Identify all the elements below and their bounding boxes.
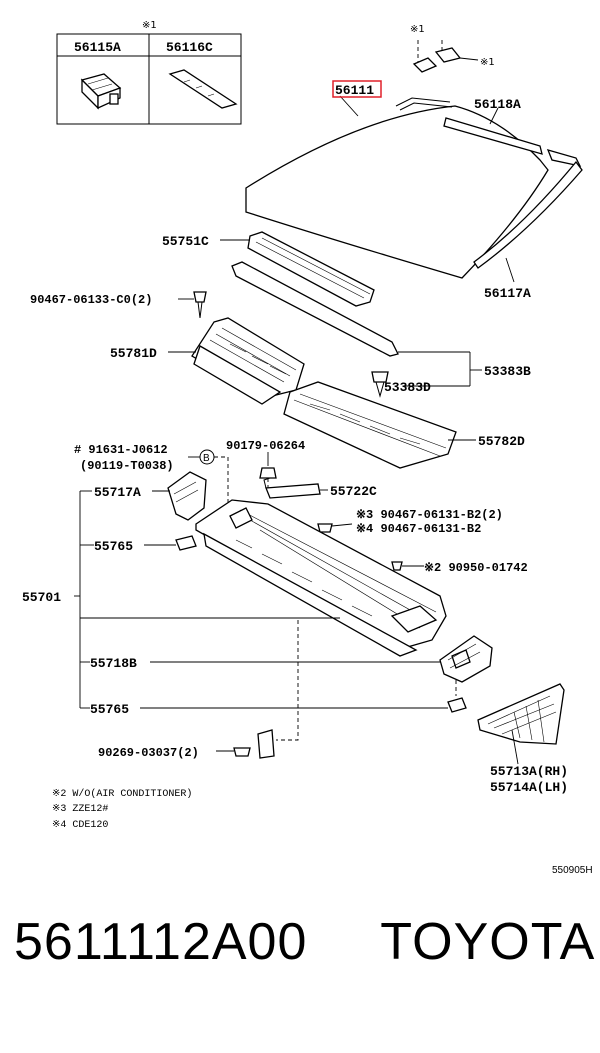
ext-rh-label[interactable]: 55713A(RH) — [490, 764, 568, 779]
bracket-55718-label[interactable]: 55718B — [90, 656, 137, 671]
clip-b2-line1[interactable]: ※3 90467-06131-B2(2) — [356, 508, 503, 522]
extension-55713a: 55713A(RH) 55714A(LH) — [477, 683, 568, 795]
inset-marker: ※1 — [142, 20, 157, 31]
molding-56117a: 56117A — [473, 160, 583, 301]
group-55701-label[interactable]: 55701 — [22, 590, 61, 605]
clip-55765-bottom-label[interactable]: 55765 — [90, 702, 129, 717]
nut-label[interactable]: 90179-06264 — [226, 439, 305, 453]
footer: 5611112A00 TOYOTA — [14, 912, 594, 972]
screw-label[interactable]: 90269-03037(2) — [98, 746, 199, 760]
clip-55765-top-label[interactable]: 55765 — [94, 539, 133, 554]
clip-55765-bottom: 55765 — [90, 680, 467, 717]
screw-90269: 90269-03037(2) — [98, 620, 299, 760]
inset-table: ※1 56115A 56116C — [56, 20, 242, 125]
inset-col2-label: 56116C — [166, 40, 213, 55]
group-55701-bracket: 55701 — [22, 490, 340, 709]
seal-front-label[interactable]: 55751C — [162, 234, 209, 249]
diagram-code: 550905H — [552, 865, 593, 876]
windshield-56111: 56111 — [245, 80, 549, 279]
cowl-panel-55701 — [195, 499, 447, 657]
clip-90950: ※2 90950-01742 — [391, 561, 528, 575]
top-marker2: ※1 — [480, 57, 495, 68]
note-1: ※2 W/O(AIR CONDITIONER) — [52, 788, 192, 800]
top-marker1: ※1 — [410, 24, 425, 35]
brace-55722-label[interactable]: 55722C — [330, 484, 377, 499]
clip-55765-top: 55765 — [94, 535, 197, 554]
bolt-line1[interactable]: # 91631-J0612 — [74, 443, 168, 457]
bracket-55717a: 55717A — [94, 471, 207, 521]
clip-left-label[interactable]: 90467-06133-C0(2) — [30, 293, 152, 307]
bolt-91631: # 91631-J0612 (90119-T0038) B — [74, 443, 229, 520]
group-53383: 53383B 53383D — [371, 351, 531, 398]
molding-56116c-drawing — [168, 69, 238, 109]
bolt-line2[interactable]: (90119-T0038) — [80, 459, 174, 473]
clip-90467-06131: ※3 90467-06131-B2(2) ※4 90467-06131-B2 — [317, 508, 503, 536]
clip-53383-label[interactable]: 53383D — [384, 380, 431, 395]
cowl-left-label[interactable]: 55781D — [110, 346, 157, 361]
clip-56115a-drawing — [80, 73, 122, 110]
ext-lh-label[interactable]: 55714A(LH) — [490, 780, 568, 795]
windshield-label[interactable]: 56111 — [335, 83, 374, 98]
molding-56118a: 56118A — [395, 97, 582, 167]
bolt-circle-label: B — [203, 453, 210, 464]
seal-55751c: 55751C — [162, 231, 399, 357]
notes: ※2 W/O(AIR CONDITIONER) ※3 ZZE12# ※4 CDE… — [52, 788, 192, 831]
cowl-left-55781d: 55781D — [110, 317, 305, 405]
footer-brand: TOYOTA — [380, 913, 596, 971]
footer-part-number: 5611112A00 — [14, 913, 308, 971]
molding-side-label[interactable]: 56117A — [484, 286, 531, 301]
note-3: ※4 CDE120 — [52, 820, 108, 831]
clip-90467-06133: 90467-06133-C0(2) — [30, 291, 207, 319]
group-53383-label[interactable]: 53383B — [484, 364, 531, 379]
bracket-55718b: 55718B — [90, 635, 493, 683]
cowl-right-label[interactable]: 55782D — [478, 434, 525, 449]
molding-upper-label[interactable]: 56118A — [474, 97, 521, 112]
cowl-right-55782d: 55782D — [283, 381, 525, 469]
highlight-box — [332, 80, 382, 98]
clip-90950-label[interactable]: ※2 90950-01742 — [424, 561, 528, 575]
bracket-55717-label[interactable]: 55717A — [94, 485, 141, 500]
brace-55722c: 55722C — [263, 477, 377, 499]
clip-b2-line2[interactable]: ※4 90467-06131-B2 — [356, 522, 481, 536]
top-clips: ※1 ※1 — [410, 24, 495, 73]
nut-90179: 90179-06264 — [226, 439, 305, 492]
parts-diagram: ※1 56115A 56116C ※1 ※1 561 — [22, 20, 593, 876]
note-2: ※3 ZZE12# — [52, 804, 108, 815]
inset-col1-label: 56115A — [74, 40, 121, 55]
